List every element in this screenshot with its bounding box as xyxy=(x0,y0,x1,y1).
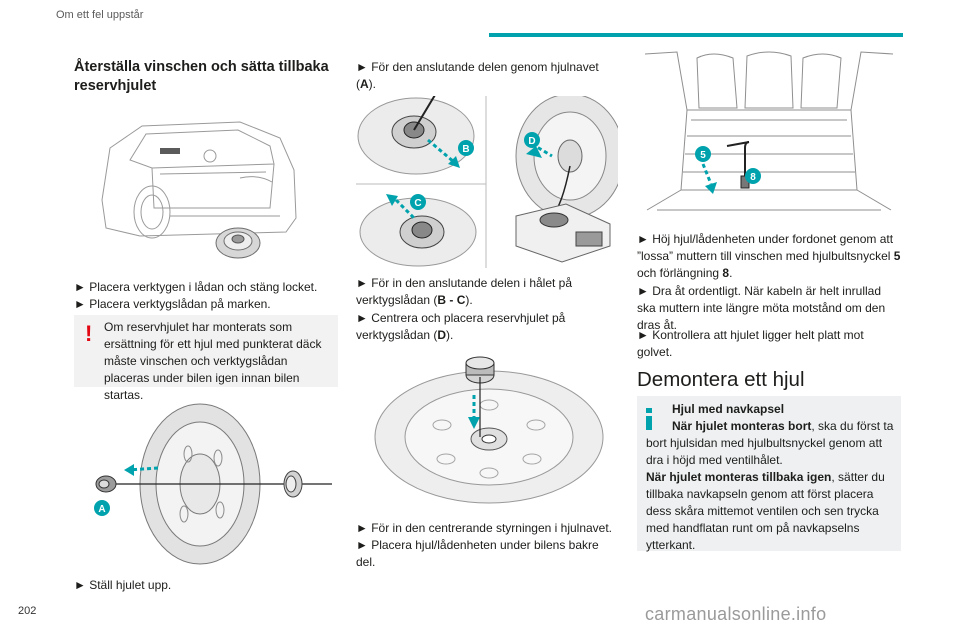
col2-step-1-text: ► För den anslutande delen genom hjulnav… xyxy=(356,60,599,91)
col3-step-1-mid: och förlängning xyxy=(637,266,723,280)
section-heading-remove-wheel: Demontera ett hjul xyxy=(637,368,805,391)
col2-step-2-ref: B - C xyxy=(437,293,466,307)
col3-step-1-ref-5: 5 xyxy=(893,249,901,263)
figure-connector-toolbox-bcd: B C D xyxy=(356,96,618,268)
col1-step-3: ► Ställ hjulet upp. xyxy=(74,578,172,592)
col2-step-3-text: ► Centrera och placera reservhjulet på v… xyxy=(356,311,566,342)
col2-step-4: ► För in den centrerande styrningen i hj… xyxy=(356,521,613,535)
col3-step-1-end: . xyxy=(729,266,733,280)
figure-label-a: A xyxy=(98,504,105,515)
col1-step-2: ► Placera verktygslådan på marken. xyxy=(74,297,271,311)
col2-step-2: ► För in den anslutande delen i hålet på… xyxy=(356,275,620,309)
col2-step-2-end: ). xyxy=(465,293,473,307)
col1-step-1: ► Placera verktygen i lådan och stäng lo… xyxy=(74,280,318,294)
info-body: När hjulet monteras bort, ska du först t… xyxy=(646,418,896,554)
col3-step-1: ► Höj hjul/lådenheten under fordonet gen… xyxy=(637,231,901,282)
figure-label-8: 8 xyxy=(750,172,756,183)
info-body-text-2: , sätter du tillbaka navkapseln genom at… xyxy=(646,470,885,552)
col3-step-1-text: ► Höj hjul/lådenheten under fordonet gen… xyxy=(637,232,894,263)
col2-step-1-ref: A xyxy=(360,77,369,91)
col2-step-3-ref: D xyxy=(437,328,447,342)
figure-wheel-connector-a: A xyxy=(94,403,332,565)
info-icon xyxy=(646,408,652,430)
col3-step-3: ► Kontrollera att hjulet ligger helt pla… xyxy=(637,328,864,359)
col3-step-1-ref-8: 8 xyxy=(722,266,730,280)
info-body-bold-1: När hjulet monteras bort xyxy=(672,419,812,433)
watermark: carmanualsonline.info xyxy=(645,604,827,624)
info-box: Hjul med navkapsel När hjulet monteras b… xyxy=(637,396,901,554)
figure-centering-guide xyxy=(374,356,604,504)
col2-step-2-text: ► För in den anslutande delen i hålet på… xyxy=(356,276,573,307)
header-accent-bar xyxy=(489,33,903,37)
warning-box: ! Om reservhjulet har monterats som ersä… xyxy=(74,315,338,402)
info-body-bold-2: När hjulet monteras tillbaka igen xyxy=(646,470,832,484)
warning-text: Om reservhjulet har monterats som ersätt… xyxy=(104,320,322,402)
header-section-title: Om ett fel uppstår xyxy=(56,9,144,21)
info-body-text-1: , ska du först ta bort hjulsidan med hju… xyxy=(646,419,894,467)
figure-label-c: C xyxy=(414,198,421,209)
col3-step-2: ► Dra åt ordentligt. När kabeln är helt … xyxy=(637,284,886,332)
page-number: 202 xyxy=(18,605,37,617)
figure-label-b: B xyxy=(462,144,469,155)
figure-label-5: 5 xyxy=(700,150,706,161)
col2-step-3: ► Centrera och placera reservhjulet på v… xyxy=(356,310,620,344)
section-heading-restore-winch: Återställa vinschen och sätta tillbaka r… xyxy=(74,59,329,94)
info-title: Hjul med navkapsel xyxy=(672,402,785,416)
figure-car-rear-with-spare-wheel xyxy=(101,121,297,259)
col2-step-1: ► För den anslutande delen genom hjulnav… xyxy=(356,59,620,93)
column-1: Återställa vinschen och sätta tillbaka r… xyxy=(74,58,338,96)
figure-label-d: D xyxy=(528,136,535,147)
col2-step-5: ► Placera hjul/lådenheten under bilens b… xyxy=(356,538,599,569)
col2-step-1-end: ). xyxy=(368,77,377,91)
col2-step-3-end: ). xyxy=(446,328,454,342)
figure-trunk-winch-tool: 5 8 xyxy=(644,51,894,211)
warning-exclamation-icon: ! xyxy=(85,321,93,346)
